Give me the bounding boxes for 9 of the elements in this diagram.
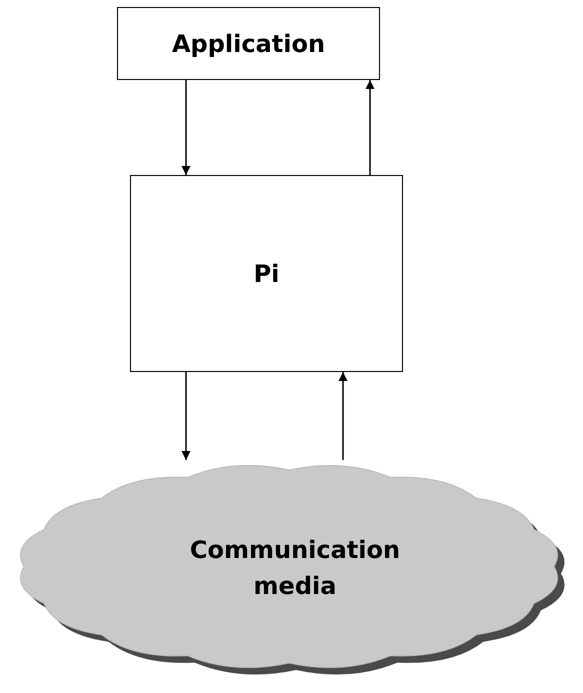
arrow bbox=[182, 80, 190, 175]
node-text: Pi bbox=[254, 260, 280, 288]
arrow bbox=[182, 372, 190, 460]
arrow bbox=[366, 80, 374, 175]
process-box bbox=[130, 175, 403, 372]
arrow bbox=[338, 372, 348, 460]
node-text: Communication media bbox=[188, 534, 402, 602]
process-box bbox=[117, 7, 380, 80]
node-text: Application bbox=[172, 30, 326, 58]
